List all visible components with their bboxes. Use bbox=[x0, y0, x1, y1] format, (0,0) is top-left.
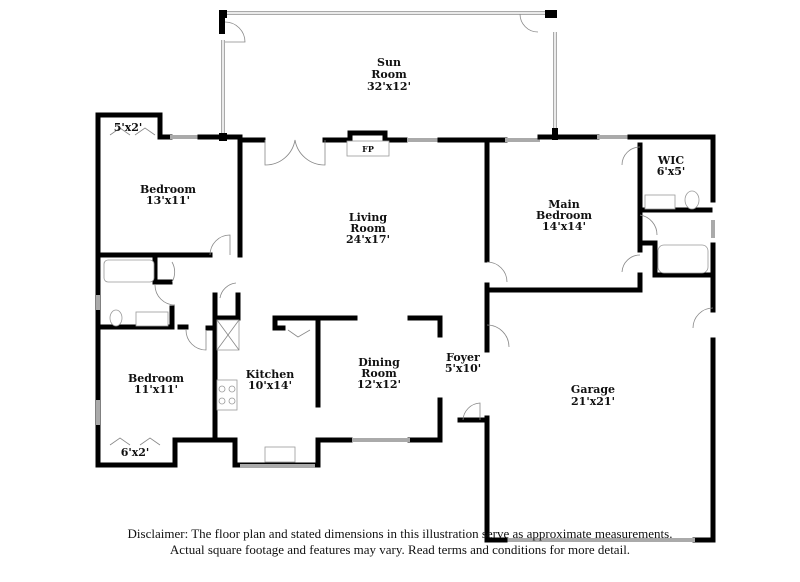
sun-room-label-2: Room bbox=[371, 68, 407, 81]
living-room-label-2: Room bbox=[350, 222, 386, 235]
living-room-size: 24'x17' bbox=[346, 233, 390, 246]
bedroom-1-label: Bedroom bbox=[140, 183, 196, 196]
bedroom-1-size: 13'x11' bbox=[146, 194, 190, 207]
disclaimer-line-2: Actual square footage and features may v… bbox=[169, 542, 631, 557]
closet-1-size: 5'x2' bbox=[114, 121, 143, 134]
dining-room-label: Dining bbox=[358, 356, 400, 369]
fireplace-label: FP bbox=[362, 144, 374, 154]
kitchen-label: Kitchen bbox=[246, 368, 295, 381]
bedroom-2-size: 11'x11' bbox=[134, 383, 178, 396]
foyer-size: 5'x10' bbox=[445, 362, 481, 375]
sun-room-size: 32'x12' bbox=[367, 80, 411, 93]
dining-room-size: 12'x12' bbox=[357, 378, 401, 391]
living-room-label: Living bbox=[349, 211, 387, 224]
bedroom-2-label: Bedroom bbox=[128, 372, 184, 385]
sun-room-label: Sun bbox=[377, 56, 401, 69]
closet-2-size: 6'x2' bbox=[121, 446, 150, 459]
garage-label: Garage bbox=[571, 383, 615, 396]
main-bedroom-label: Main bbox=[548, 198, 579, 211]
dining-room-label-2: Room bbox=[361, 367, 397, 380]
disclaimer-line-1: Disclaimer: The floor plan and stated di… bbox=[127, 526, 673, 541]
sun-room-walls bbox=[219, 10, 558, 141]
wic-label: WIC bbox=[657, 154, 684, 167]
garage-size: 21'x21' bbox=[571, 395, 615, 408]
main-bedroom-label-2: Bedroom bbox=[536, 209, 592, 222]
walls bbox=[95, 112, 716, 543]
wic-size: 6'x5' bbox=[657, 165, 686, 178]
main-bedroom-size: 14'x14' bbox=[542, 220, 586, 233]
kitchen-size: 10'x14' bbox=[248, 379, 292, 392]
doors-and-fixtures bbox=[103, 127, 714, 463]
foyer-label: Foyer bbox=[446, 351, 480, 364]
